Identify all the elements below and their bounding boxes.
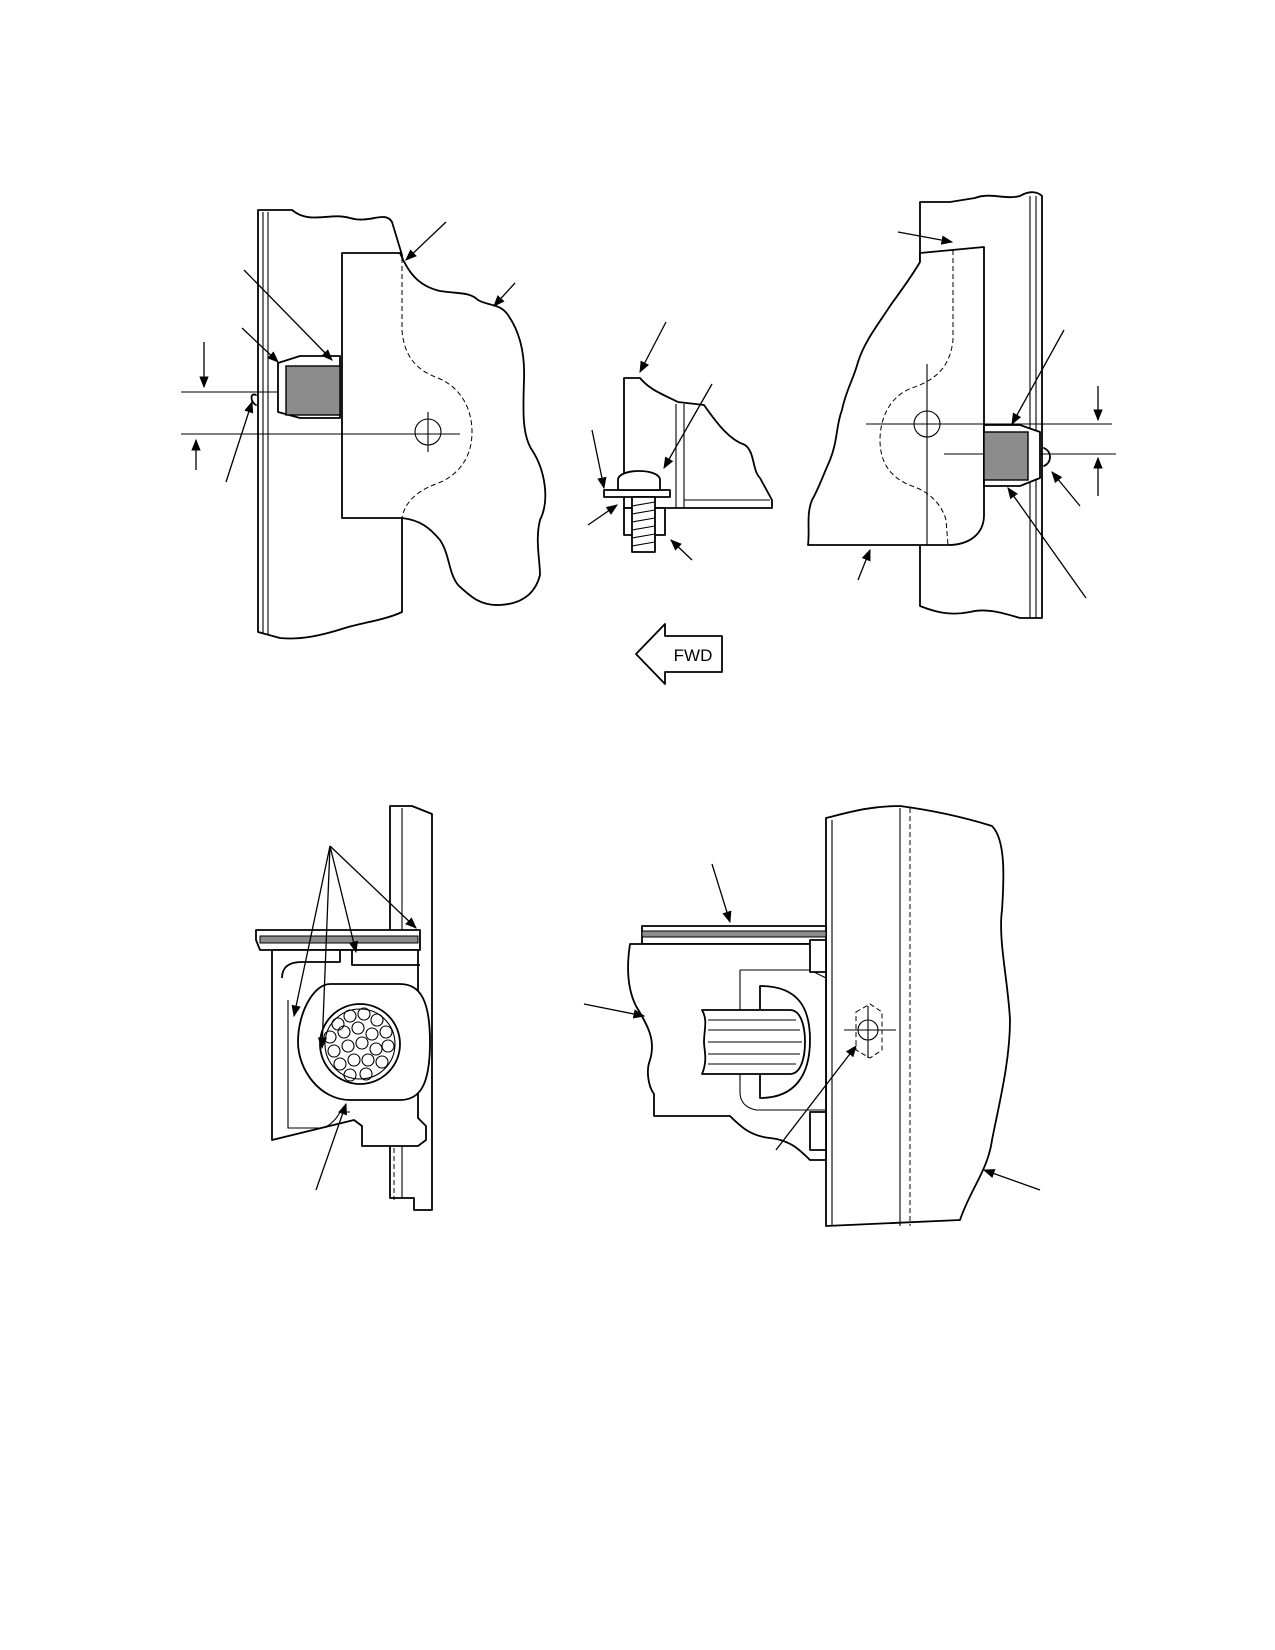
fwd-direction-indicator: FWD <box>635 623 723 685</box>
upper-right-clip-view <box>807 191 1116 619</box>
lower-right-clamp-installation-view <box>583 805 1041 1227</box>
fwd-label: FWD <box>674 646 713 665</box>
upper-left-clip-view <box>181 209 547 640</box>
arrow-left-icon <box>635 623 723 685</box>
upper-center-screw-detail <box>587 321 773 561</box>
lower-left-cable-clamp-section <box>255 805 433 1211</box>
